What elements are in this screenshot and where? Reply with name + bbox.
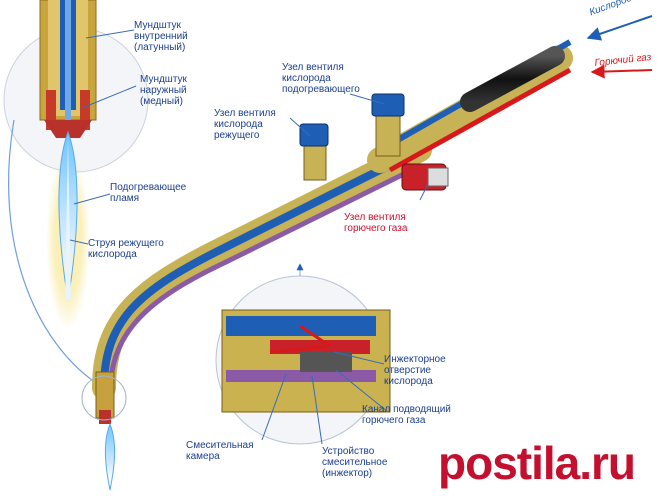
mouthpiece-detail	[3, 0, 149, 173]
label-mixer-device: Устройство смесительное (инжектор)	[322, 446, 388, 479]
tip-flame	[104, 422, 116, 491]
detail-connector-curve	[7, 119, 105, 389]
cutting-oxygen-valve	[299, 123, 329, 181]
label-preheat-flame: Подогревающее пламя	[110, 182, 187, 204]
fuel-input-arrow	[590, 64, 653, 79]
label-inner-mouthpiece: Мундштук внутренний (латунный)	[134, 20, 188, 53]
cutting-oxygen-jet	[65, 140, 71, 300]
watermark-logo: postila.ru	[438, 437, 636, 489]
fuel-gas-valve	[401, 163, 449, 191]
tip-detail-circle	[81, 375, 127, 421]
label-cutting-jet: Струя режущего кислорода	[88, 238, 164, 260]
label-fuel-valve: Узел вентиля горючего газа	[344, 212, 408, 234]
label-injector-hole: Инжекторное отверстие кислорода	[384, 354, 446, 387]
preheat-oxygen-valve	[371, 93, 405, 157]
label-preheat-valve: Узел вентиля кислорода подогревающего	[282, 62, 360, 95]
label-outer-mouthpiece: Мундштук наружный (медный)	[140, 74, 187, 107]
leader-lines	[69, 29, 429, 445]
oxygen-input-arrow	[586, 15, 653, 41]
label-cutting-valve: Узел вентиля кислорода режущего	[214, 108, 276, 141]
label-fuel-channel: Канал подводящий горючего газа	[362, 404, 451, 426]
torch-body	[92, 39, 573, 424]
label-mixing-chamber: Смесительная камера	[186, 440, 254, 462]
